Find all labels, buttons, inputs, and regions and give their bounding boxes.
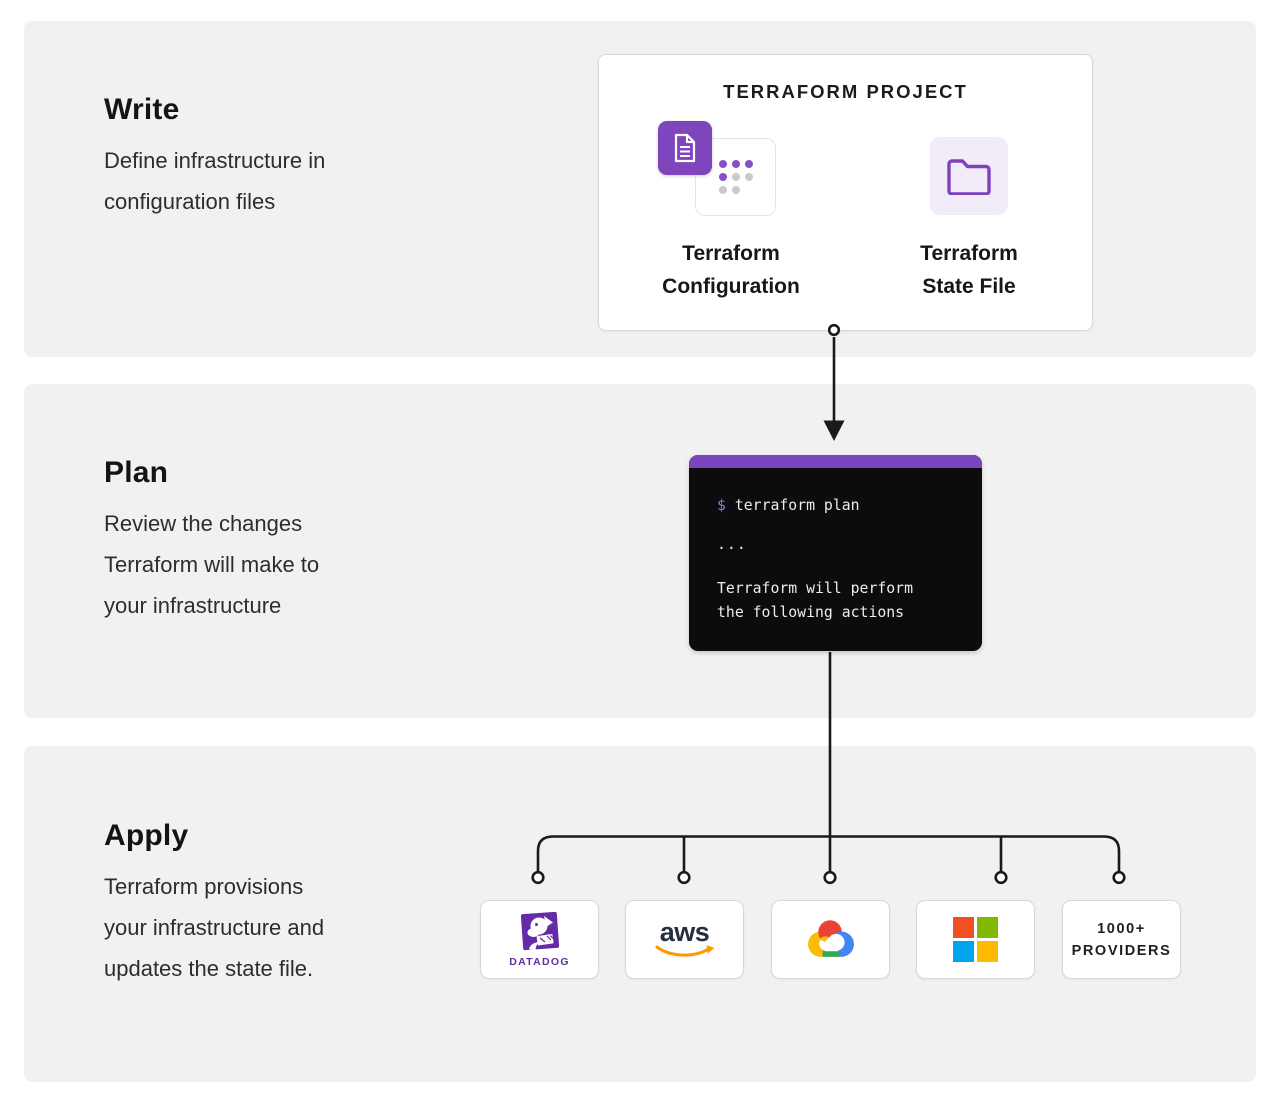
folder-icon <box>930 137 1008 215</box>
plan-title: Plan <box>104 456 169 489</box>
aws-logo-wordmark: aws <box>659 916 710 947</box>
terminal-output: Terraform will perform the following act… <box>717 580 913 621</box>
plan-section-panel <box>24 384 1256 718</box>
provider-card-google-cloud <box>771 900 890 979</box>
terraform-project-card: TERRAFORM PROJECT <box>598 54 1093 331</box>
more-providers-label: 1000+ PROVIDERS <box>1071 920 1172 959</box>
write-section-text: Write Define infrastructure in configura… <box>104 93 434 222</box>
microsoft-logo-icon <box>953 917 998 962</box>
provider-card-microsoft <box>916 900 1035 979</box>
terraform-project-title: TERRAFORM PROJECT <box>723 81 968 102</box>
aws-smile-icon <box>655 944 714 957</box>
terminal-title-bar <box>689 455 982 468</box>
apply-section-text: Apply Terraform provisions your infrastr… <box>104 819 434 989</box>
terminal-ellipsis: ... <box>717 536 747 553</box>
google-cloud-logo-icon <box>807 920 854 957</box>
plan-description: Review the changes Terraform will make t… <box>104 511 320 618</box>
terraform-state-file-label: Terraform State File <box>920 242 1018 298</box>
microsoft-square-yellow <box>976 940 998 962</box>
apply-description: Terraform provisions your infrastructure… <box>104 874 325 981</box>
document-icon <box>658 121 712 175</box>
provider-card-datadog: DATADOG <box>480 900 599 979</box>
write-description: Define infrastructure in configuration f… <box>104 148 326 214</box>
provider-card-more-providers: 1000+ PROVIDERS <box>1062 900 1181 979</box>
terminal-window: $ terraform plan ... Terraform will perf… <box>689 455 982 651</box>
terraform-configuration-label: Terraform Configuration <box>662 242 800 298</box>
write-title: Write <box>104 93 180 126</box>
datadog-label: DATADOG <box>509 956 570 968</box>
apply-title: Apply <box>104 819 189 852</box>
microsoft-square-red <box>953 917 975 939</box>
microsoft-square-green <box>976 917 998 939</box>
datadog-logo-icon <box>520 911 559 951</box>
terminal-prompt: $ <box>717 497 726 514</box>
terminal-command-line: $ terraform plan <box>717 497 860 514</box>
microsoft-square-blue <box>953 940 975 962</box>
provider-card-aws: aws <box>625 900 744 979</box>
plan-section-text: Plan Review the changes Terraform will m… <box>104 456 434 626</box>
terminal-command: terraform plan <box>734 497 860 514</box>
